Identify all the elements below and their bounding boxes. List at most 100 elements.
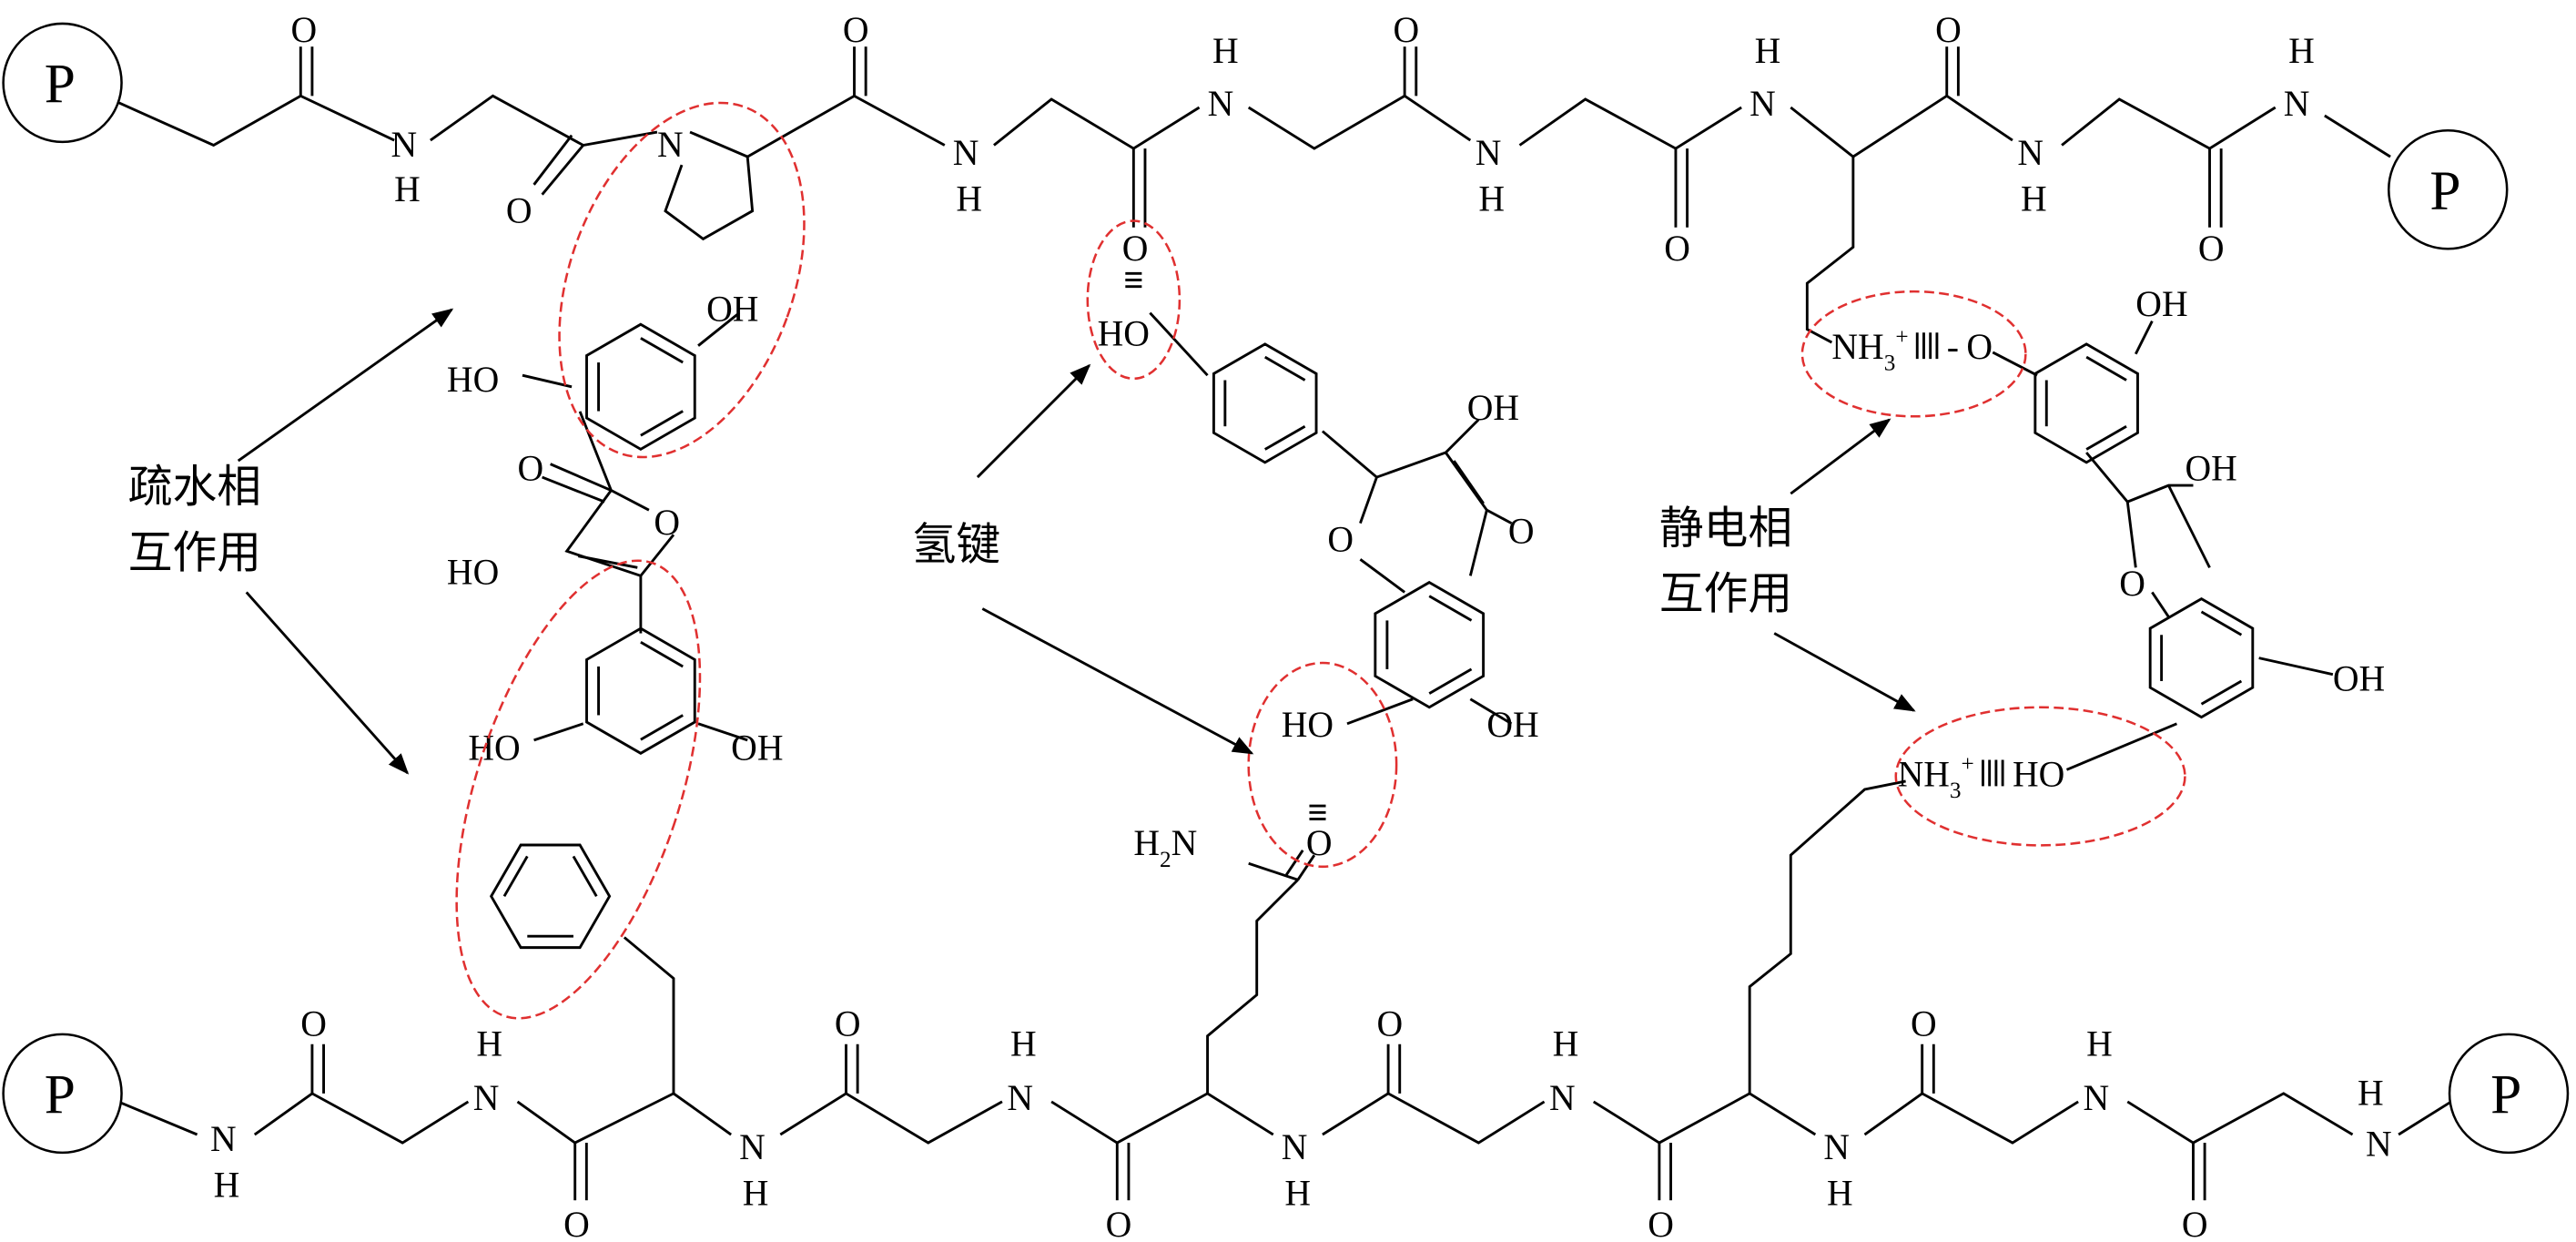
atom-label: H (1284, 1174, 1311, 1214)
bond (1322, 1092, 1546, 1145)
arrow (981, 607, 1254, 755)
double-bond (640, 640, 684, 668)
atom-label: H (1827, 1174, 1853, 1214)
atom-label: N (2084, 1078, 2110, 1118)
double-bond (572, 855, 598, 898)
atom-label: N (1823, 1127, 1850, 1167)
atom-label: O (563, 1205, 590, 1242)
atom-label: HO (1282, 705, 1334, 745)
atom-label: N (473, 1078, 500, 1118)
atom-label: OH (706, 290, 758, 330)
atom-label: H (1553, 1023, 1579, 1064)
arrow (245, 591, 410, 775)
atom-label: N (391, 125, 418, 165)
atom-label: N (657, 125, 684, 165)
bond (1468, 509, 1488, 576)
double-bond (2200, 679, 2243, 706)
bond (2065, 722, 2177, 771)
atom-label: OH (2333, 659, 2385, 699)
hydrophobic-highlight-phenyl (455, 559, 702, 1020)
atom-label: O (1376, 1004, 1403, 1044)
atom-label: OH (2135, 284, 2187, 324)
bond (1469, 697, 1513, 726)
bond (430, 94, 658, 148)
bond (541, 144, 584, 196)
atom-label: H (1478, 179, 1505, 219)
atom-label: N (739, 1127, 766, 1167)
atom-label: O (835, 1004, 861, 1044)
bond (2167, 484, 2211, 568)
aromatic-ring (2033, 342, 2139, 464)
ammonium-label: NH3+ (1898, 751, 1974, 803)
bond (2258, 657, 2334, 677)
atom-label: H (2358, 1074, 2384, 1114)
arrow (976, 363, 1091, 479)
atom-label: N (953, 133, 979, 173)
atom-label: O (290, 10, 317, 50)
atom-label: N (2366, 1124, 2392, 1164)
bond (2398, 1100, 2452, 1136)
aromatic-ring (585, 322, 696, 452)
double-bond (2200, 610, 2243, 636)
bond-layer (117, 46, 2452, 1201)
bond (1453, 460, 1485, 504)
atom-label: O (1508, 511, 1535, 551)
bond (522, 373, 573, 389)
bond (117, 1100, 198, 1136)
hydrophobic-highlight-proline (558, 101, 806, 459)
atom-label: N (1476, 133, 1502, 173)
electrostatic-highlight-bottom (1894, 706, 2186, 847)
atom-label: N (1007, 1078, 1033, 1118)
arrow (1790, 418, 1891, 495)
atom-label: H (1755, 31, 1781, 71)
bond (1296, 854, 1316, 881)
bond (1790, 94, 2013, 158)
atom-label: O (506, 190, 532, 230)
bond (993, 97, 1201, 150)
bond (253, 1092, 470, 1145)
protein-label: P (2490, 1064, 2521, 1126)
atom-label: O (654, 503, 680, 543)
atom-label: HO (447, 360, 499, 400)
atom-label: HO (468, 728, 520, 769)
hydrophobic-label: 互作用 (128, 527, 261, 578)
bond (1359, 558, 1406, 594)
bond (533, 722, 584, 742)
atom-label: O (1664, 229, 1690, 269)
aromatic-ring (489, 843, 612, 950)
electrostatic-label: 互作用 (1659, 568, 1792, 619)
atom-label: H (476, 1023, 502, 1064)
atom-label: HO (1098, 314, 1150, 354)
bond (1592, 1092, 1817, 1145)
hbond-highlight-top (1086, 219, 1182, 381)
atom-label: N (1282, 1127, 1308, 1167)
protein-label: P (2429, 160, 2460, 222)
atom-label: O (1966, 327, 1993, 367)
electrostatic-highlight-top (1800, 290, 2027, 418)
bond (532, 134, 573, 186)
atom-label: HO (447, 552, 499, 592)
hbond-label: 氢键 (912, 519, 1000, 570)
atom-label: H (2021, 179, 2047, 219)
atom-label: H (1010, 1023, 1037, 1064)
bond (779, 1092, 1003, 1145)
bond (2126, 1092, 2354, 1145)
amide-nh2-label: H2N (1133, 823, 1197, 872)
atom-label: OH (1486, 705, 1538, 745)
atom-label: - (1947, 327, 1959, 367)
bond (1284, 849, 1304, 876)
arrow (237, 308, 454, 463)
bond (1050, 1092, 1274, 1145)
double-bond (640, 410, 684, 437)
double-bond (2085, 424, 2127, 451)
aromatic-ring (585, 626, 696, 755)
protein-circle (2, 22, 123, 144)
arrow (1773, 632, 1916, 712)
aromatic-ring (2148, 596, 2255, 719)
bond (1805, 157, 1855, 344)
bond (2085, 452, 2194, 504)
atom-label: O (1327, 519, 1354, 559)
atom-label: O (2182, 1205, 2208, 1242)
protein-circle (2387, 128, 2509, 250)
atom-label: O (1106, 1205, 1132, 1242)
